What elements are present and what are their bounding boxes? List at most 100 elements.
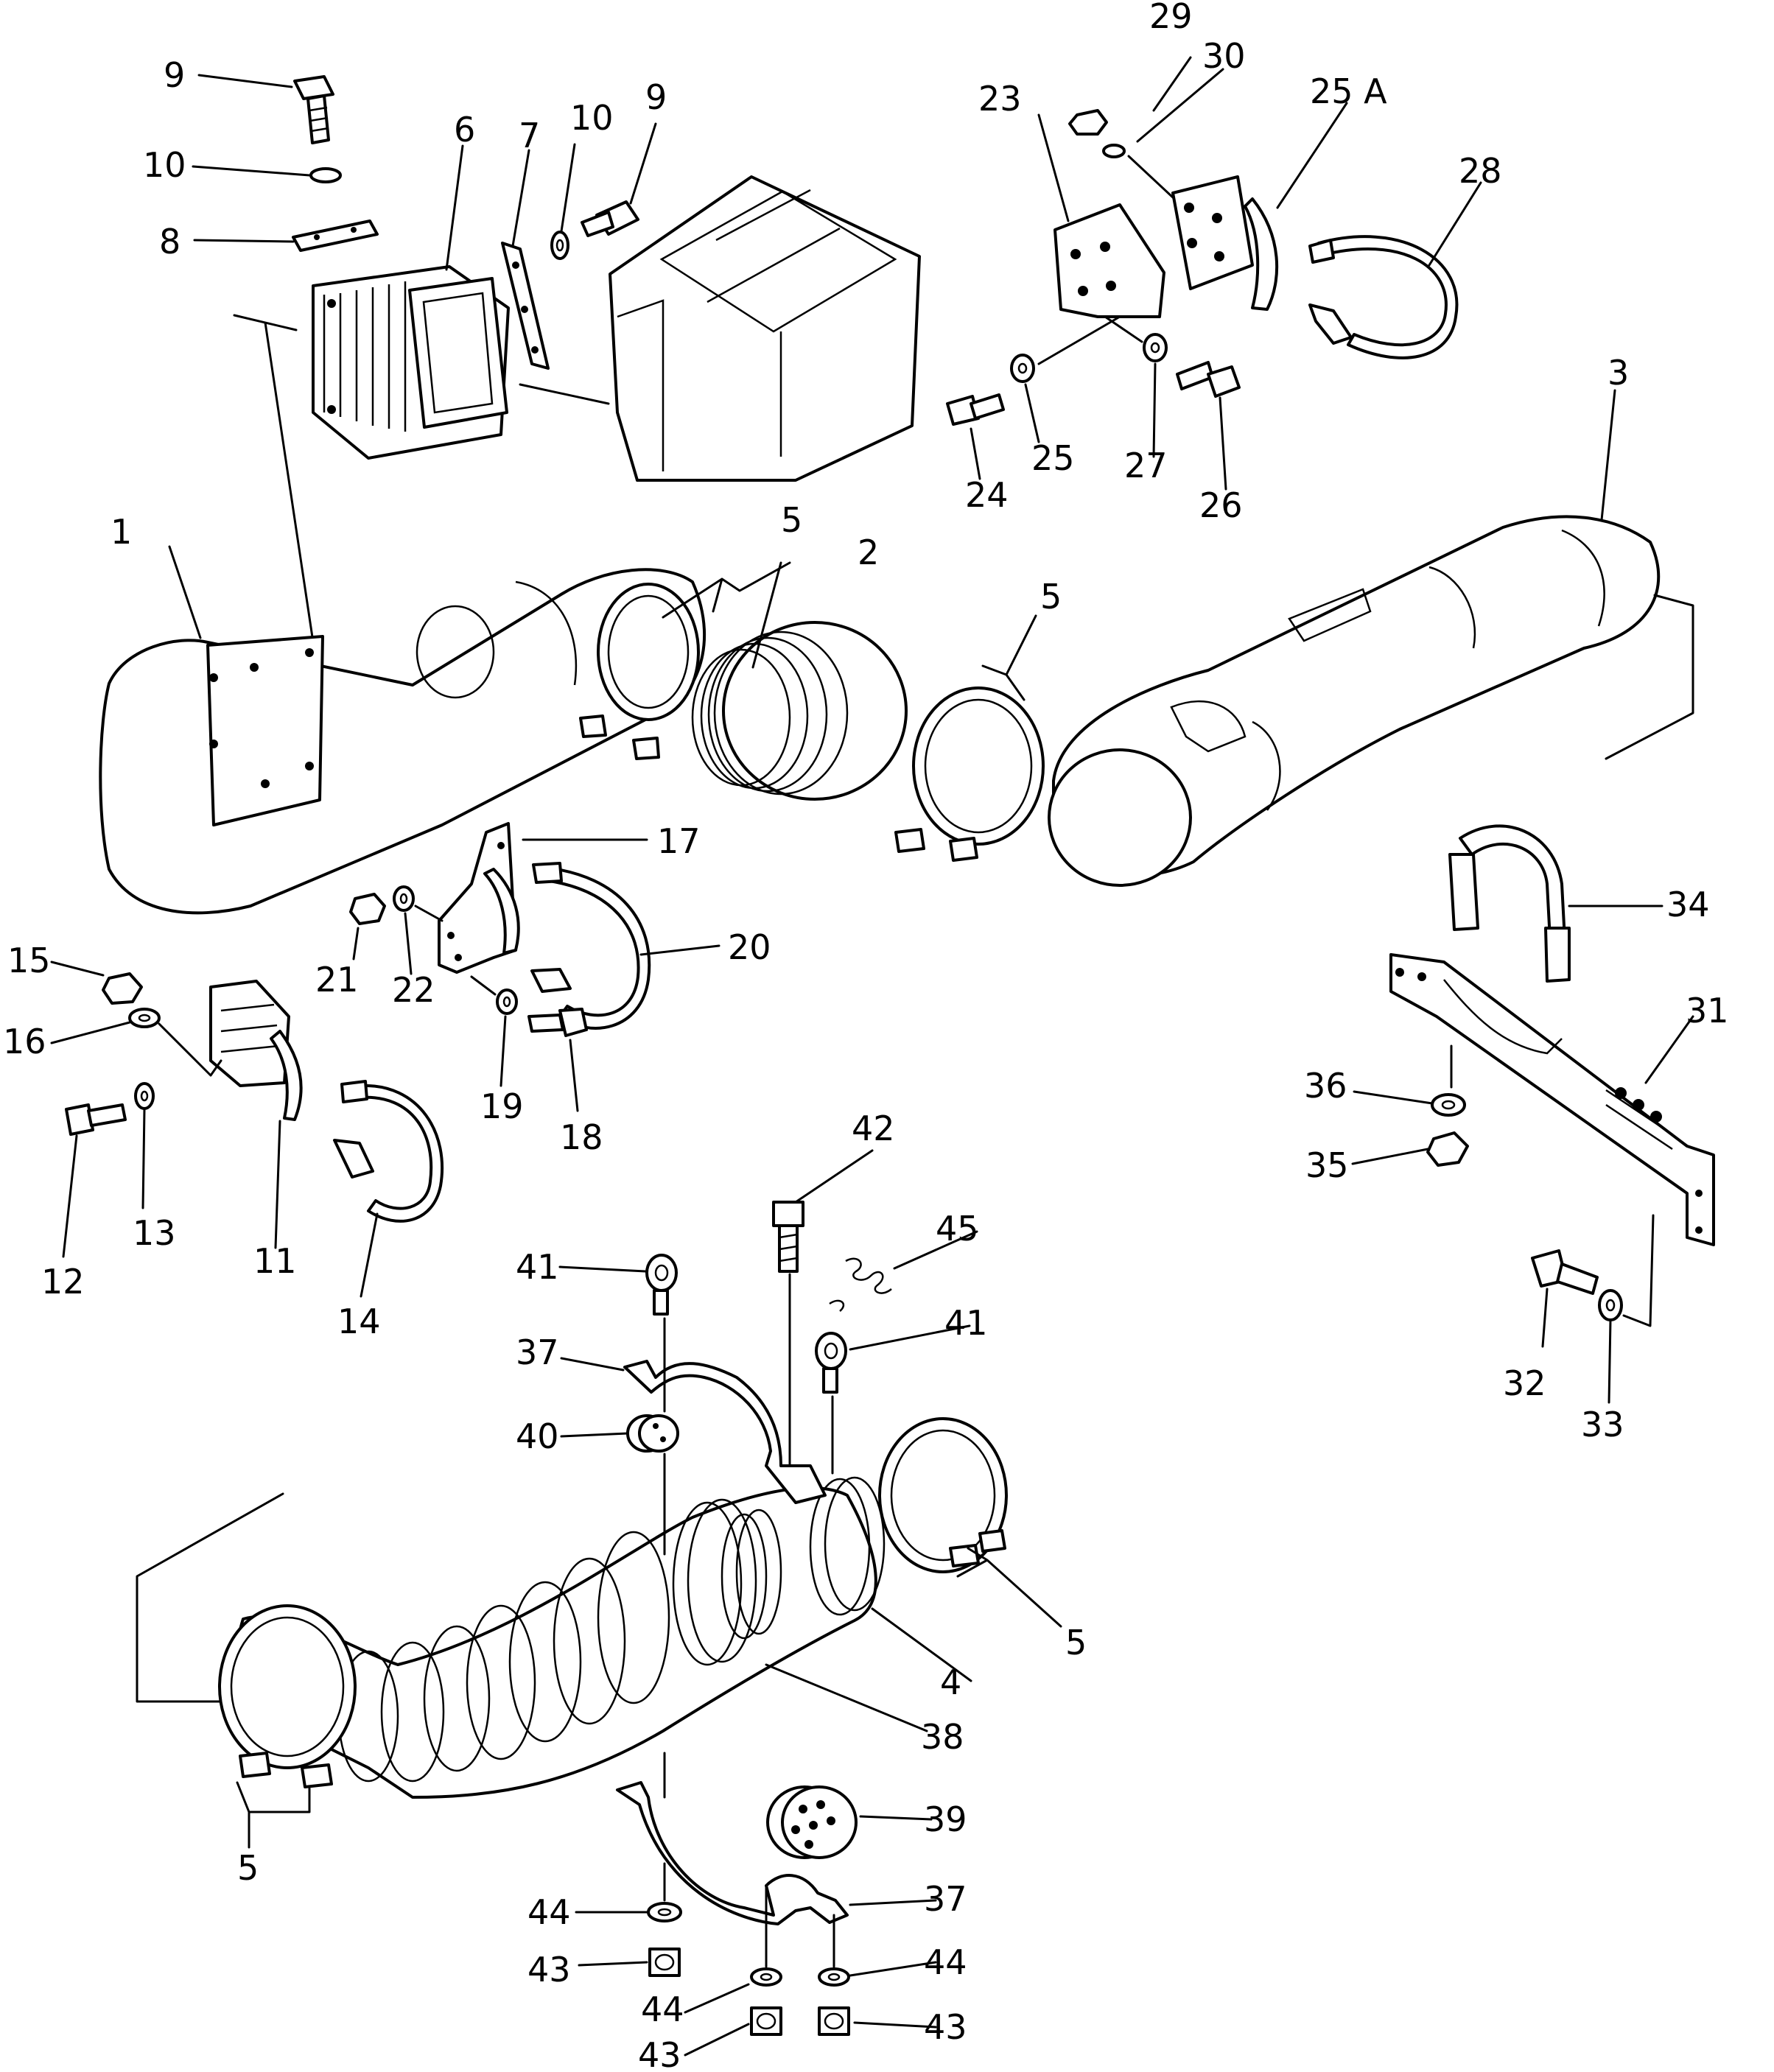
assembly-line-right-vertical [831, 1395, 835, 1968]
intake-pipe-part-3 [1048, 515, 1661, 887]
label-42: 42 [852, 1109, 895, 1148]
label-28: 28 [1459, 151, 1502, 191]
nut-part-43-right [818, 2006, 850, 2036]
washer-part-27 [1143, 333, 1168, 362]
flexible-hose-part-4 [236, 1476, 886, 1799]
label-34: 34 [1666, 885, 1710, 924]
isolator-part-39 [766, 1785, 858, 1859]
label-36: 36 [1304, 1066, 1347, 1106]
label-32: 32 [1503, 1363, 1546, 1403]
label-43-right: 43 [924, 2007, 967, 2047]
label-26: 26 [1199, 485, 1243, 525]
bracket-part-25A [1171, 175, 1279, 311]
bolt-part-9-top [293, 75, 334, 144]
nut-part-29 [1068, 109, 1108, 136]
label-13: 13 [133, 1213, 176, 1253]
bolt-part-18 [527, 1008, 588, 1037]
assembly-line-19-to-17 [470, 975, 497, 996]
label-35: 35 [1305, 1145, 1349, 1185]
bracket-part-11 [209, 980, 303, 1121]
label-10-right: 10 [570, 98, 614, 138]
washer-part-25 [1010, 354, 1035, 383]
washer-part-19 [496, 988, 518, 1015]
label-37-upper: 37 [516, 1332, 559, 1372]
band-part-37-upper [623, 1360, 827, 1504]
bracket-part-17 [438, 822, 520, 974]
washer-part-10-top [309, 167, 342, 183]
spring-part-45 [829, 1257, 892, 1312]
bracket-part-23 [1053, 203, 1165, 318]
label-1: 1 [111, 512, 132, 552]
label-9-top: 9 [164, 55, 185, 95]
label-20: 20 [728, 927, 771, 967]
assembly-line-30-to-25A [1127, 155, 1174, 199]
label-10-top: 10 [143, 145, 186, 185]
label-44-middle: 44 [641, 1990, 684, 2029]
label-5-upper-right: 5 [1040, 577, 1062, 617]
label-44-right: 44 [924, 1942, 967, 1982]
nut-part-43-left [648, 1948, 681, 1977]
assembly-line-middle-vertical [765, 1273, 791, 1968]
label-7: 7 [519, 116, 540, 155]
washer-part-44-right [818, 1967, 850, 1987]
hose-clamp-part-5-lower-left [218, 1604, 357, 1788]
washer-part-16 [128, 1008, 161, 1028]
bolt-part-24 [946, 393, 1005, 426]
air-cleaner-hood [609, 175, 921, 482]
u-clamp-part-14 [333, 1080, 444, 1223]
label-3: 3 [1608, 353, 1629, 393]
nut-part-21 [349, 893, 386, 925]
label-11: 11 [253, 1241, 297, 1281]
assembly-line-7-to-hood [519, 383, 610, 405]
hose-clamp-part-5-middle [894, 686, 1045, 862]
label-37-lower: 37 [924, 1879, 967, 1919]
nut-part-43-middle [750, 2006, 782, 2036]
label-45: 45 [936, 1209, 979, 1249]
assembly-line-25-to-23 [1037, 315, 1121, 365]
hose-clamp-part-5-left [579, 583, 700, 760]
label-27: 27 [1124, 446, 1168, 485]
label-41-left: 41 [516, 1247, 559, 1287]
nut-part-35 [1426, 1131, 1469, 1167]
hose-part-2 [691, 621, 908, 801]
label-30: 30 [1202, 36, 1246, 76]
label-25A: 25 A [1310, 71, 1387, 111]
label-8: 8 [159, 222, 180, 261]
washer-part-44-left [647, 1902, 682, 1922]
nut-part-15 [102, 972, 143, 1005]
callout-labels: 9 10 8 6 7 10 9 1 5 2 5 3 23 29 30 25 A … [3, 0, 1729, 2072]
plate-part-8 [292, 220, 379, 252]
assembly-line-27-to-23 [1104, 315, 1143, 343]
washer-part-13 [134, 1082, 155, 1110]
hose-clamp-part-5-lower-right [878, 1417, 1008, 1573]
eyebolt-part-41-left [645, 1254, 678, 1316]
leader-lines [50, 56, 1694, 2057]
label-29: 29 [1149, 0, 1193, 36]
u-clamp-part-34 [1448, 824, 1571, 983]
bolt-part-12 [65, 1103, 127, 1136]
label-38: 38 [921, 1717, 964, 1757]
label-40: 40 [516, 1416, 559, 1456]
label-6: 6 [454, 110, 475, 150]
assembly-line-hose-left [136, 1492, 284, 1703]
label-5-upper-left: 5 [781, 500, 802, 540]
label-2: 2 [858, 533, 879, 572]
hose-part-38 [721, 1509, 782, 1640]
label-5-lower-left: 5 [237, 1848, 259, 1888]
label-21: 21 [315, 960, 359, 1000]
assembly-line-33-to-31 [1622, 1214, 1655, 1327]
bolt-part-32 [1531, 1249, 1599, 1295]
label-15: 15 [7, 941, 51, 980]
label-16: 16 [3, 1022, 46, 1061]
label-39: 39 [924, 1799, 967, 1839]
bolt-part-42 [772, 1201, 804, 1273]
label-17: 17 [657, 821, 701, 861]
label-18: 18 [560, 1117, 603, 1157]
label-43-middle: 43 [638, 2035, 681, 2072]
label-31: 31 [1686, 991, 1729, 1030]
label-41-right: 41 [944, 1303, 988, 1343]
assembly-line-3-right [1605, 594, 1694, 760]
label-44-left: 44 [527, 1892, 571, 1932]
label-24: 24 [965, 475, 1009, 515]
